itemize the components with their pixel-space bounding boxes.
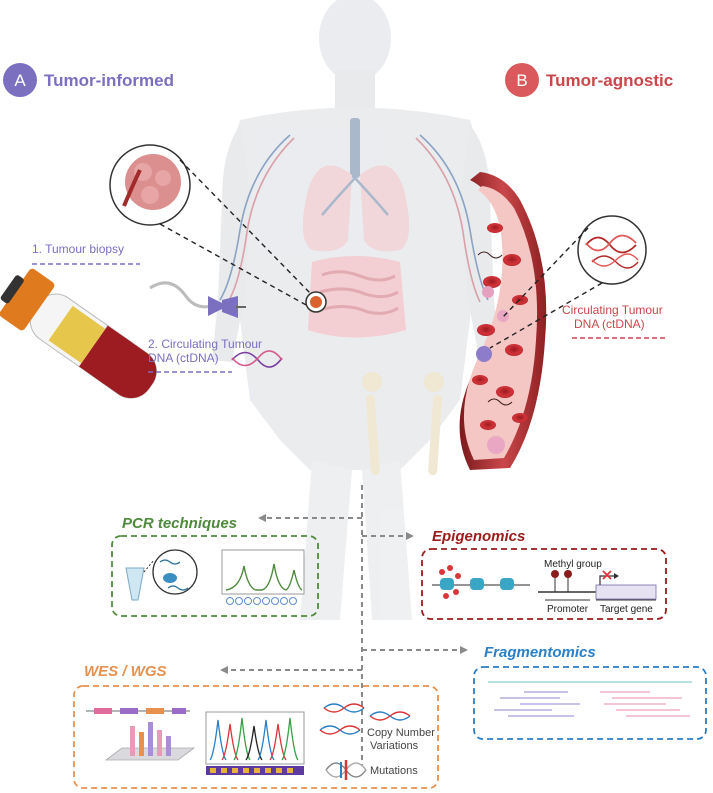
ctdna-step-label-line2: DNA (ctDNA) — [148, 351, 219, 365]
panel-a-title: Tumor-informed — [44, 71, 174, 90]
sanger-chromatogram-icon — [205, 711, 305, 775]
arm-veins — [219, 134, 489, 303]
pcr-chromatogram-icon — [221, 549, 305, 605]
panel-a-badge: A — [14, 71, 26, 90]
fragment-length-plot — [488, 681, 692, 717]
biopsy-zoom-line-1 — [179, 159, 313, 296]
ctdna-zoom — [489, 215, 647, 349]
biopsy-zoom-line-2 — [159, 223, 309, 307]
wes-title: WES / WGS — [84, 663, 167, 680]
copy-number-label-line2: Variations — [370, 740, 419, 752]
panel-b-title: Tumor-agnostic — [546, 71, 673, 90]
copy-number-label-line1: Copy Number — [367, 727, 435, 739]
copy-number-dna-icon — [319, 703, 411, 735]
fragmentomics-box — [473, 666, 707, 740]
panel-a-badge-circle — [3, 63, 37, 97]
ctdna-step-label-line1: 2. Circulating Tumour — [148, 337, 262, 351]
pcr-title: PCR techniques — [122, 515, 237, 532]
gene-track — [538, 570, 657, 601]
blood-vessel-illustration — [459, 172, 547, 470]
pcr-box — [111, 535, 319, 617]
promoter-label: Promoter — [547, 604, 589, 615]
method-connectors — [220, 485, 468, 765]
blood-tube-illustration — [0, 268, 246, 399]
wes-box — [73, 685, 439, 789]
ctdna-label-b-line2: DNA (ctDNA) — [574, 317, 645, 331]
methyl-group-label: Methyl group — [544, 559, 602, 570]
exome-sequencing-icon — [86, 708, 196, 761]
panel-b-badge-circle — [505, 63, 539, 97]
mutation-dna-icon — [325, 760, 367, 780]
lungs-illustration — [302, 118, 410, 252]
fragmentomics-title: Fragmentomics — [484, 644, 596, 661]
ctdna-zoom-line-2 — [489, 282, 603, 349]
tumor-site — [305, 291, 327, 313]
nucleosome-icons — [432, 565, 530, 599]
epigenomics-title: Epigenomics — [432, 528, 525, 545]
biopsy-zoom — [109, 144, 313, 307]
target-gene-label: Target gene — [600, 604, 653, 615]
pcr-tube-icon — [125, 549, 198, 601]
panel-b-badge: B — [516, 71, 527, 90]
ctdna-zoom-line-1 — [501, 227, 589, 319]
tumour-biopsy-label: 1. Tumour biopsy — [32, 242, 124, 256]
mutations-label: Mutations — [370, 765, 418, 777]
dna-helix-icon — [231, 350, 283, 368]
epigenomics-box — [421, 548, 667, 620]
panel-a-header: A Tumor-informed — [3, 63, 174, 97]
intestines-illustration — [308, 256, 406, 338]
ctdna-label-b-line1: Circulating Tumour — [562, 303, 663, 317]
panel-b-header: B Tumor-agnostic — [505, 63, 673, 97]
